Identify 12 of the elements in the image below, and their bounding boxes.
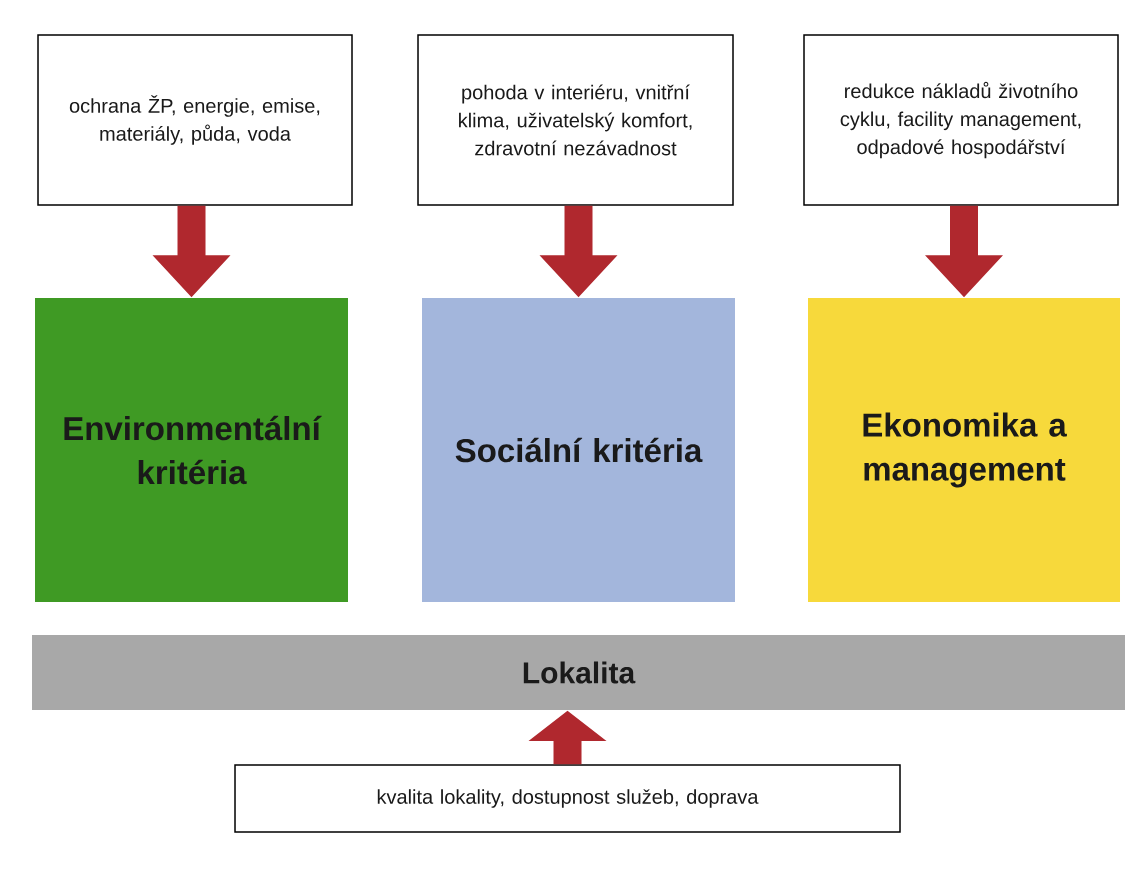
text-box: redukce nákladů životního cyklu, facility management, odpadové hospodářství bbox=[803, 34, 1119, 206]
block-arrow bbox=[152, 205, 231, 298]
category-box: Environmentální kritéria bbox=[35, 298, 348, 602]
category-box: Sociální kritéria bbox=[422, 298, 735, 602]
block-arrow bbox=[539, 205, 618, 298]
category-box: Ekonomika a management bbox=[808, 298, 1120, 602]
block-arrow bbox=[925, 205, 1003, 298]
text-box: pohoda v interiéru, vnitřní klima, uživatelský komfort, zdravotní nezávadnost bbox=[417, 34, 734, 206]
location-band: Lokalita bbox=[32, 635, 1125, 710]
block-arrow bbox=[528, 710, 607, 765]
text-box: kvalita lokality, dostupnost služeb, doprava bbox=[234, 764, 901, 833]
text-box: ochrana ŽP, energie, emise, materiály, půda, voda bbox=[37, 34, 353, 206]
